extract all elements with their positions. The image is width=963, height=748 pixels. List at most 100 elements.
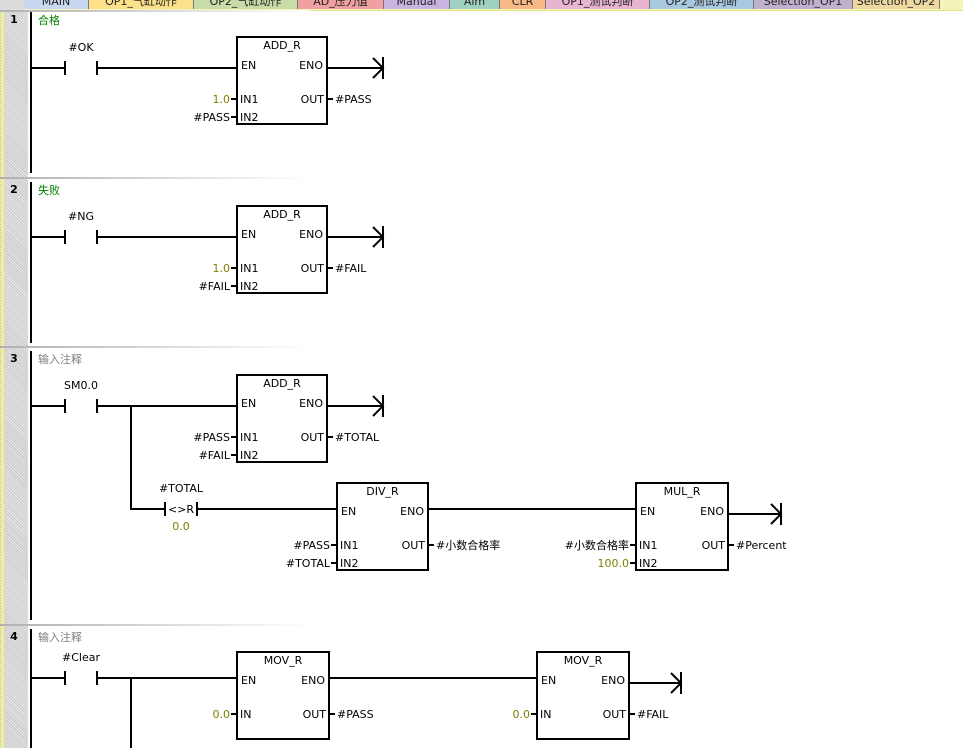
box-frame (536, 651, 630, 740)
network-number: 3 (10, 352, 18, 365)
pin-out: OUT (301, 93, 325, 106)
tab-op1_测试判断[interactable]: OP1_测试判断 (546, 0, 650, 9)
box-title: MOV_R (264, 654, 303, 667)
input-operand: 0.0 (513, 708, 531, 721)
eno-end-arrow-icon (372, 57, 385, 79)
output-operand: #FAIL (335, 262, 367, 275)
output-operand: #小数合格率 (436, 538, 500, 552)
pin-en: EN (241, 397, 256, 410)
network-comment[interactable]: 输入注释 (38, 352, 82, 366)
eno-end-arrow-icon (372, 395, 385, 417)
input-operand: 100.0 (598, 557, 630, 570)
pin-en: EN (640, 505, 655, 518)
pin-en: EN (341, 505, 356, 518)
pin-in: IN (240, 708, 251, 721)
box-frame (236, 374, 328, 463)
tab-op1_气缸动作[interactable]: OP1_气缸动作 (89, 0, 194, 9)
pin-in1: IN1 (240, 93, 258, 106)
pin-eno: ENO (299, 59, 323, 72)
pin-in: IN (540, 708, 551, 721)
pin-en: EN (241, 674, 256, 687)
pin-out: OUT (603, 708, 627, 721)
input-operand: 1.0 (213, 262, 231, 275)
eno-end-arrow-icon (770, 503, 783, 525)
pin-in1: IN1 (340, 539, 358, 552)
contact[interactable]: #OK (64, 41, 98, 75)
output-operand: #PASS (337, 708, 374, 721)
contact[interactable]: #TOTAL <>R 0.0 (159, 482, 204, 533)
pin-in1: IN1 (639, 539, 657, 552)
contact-operand: #OK (68, 41, 94, 54)
box-title: MUL_R (664, 485, 701, 498)
network-separator (0, 624, 310, 626)
input-operand: #TOTAL (286, 557, 331, 570)
input-operand: #小数合格率 (565, 538, 629, 552)
pin-eno: ENO (299, 228, 323, 241)
input-operand: 1.0 (213, 93, 231, 106)
pin-out: OUT (402, 539, 426, 552)
tab-ad_压力值[interactable]: AD_压力值 (298, 0, 384, 9)
pin-eno: ENO (299, 397, 323, 410)
tab-clr[interactable]: CLR (500, 0, 546, 9)
input-operand: #PASS (193, 111, 230, 124)
eno-end-arrow-icon (670, 672, 683, 694)
network-comment[interactable]: 合格 (38, 13, 60, 27)
compare-value: 0.0 (172, 520, 190, 533)
network-separator (0, 10, 310, 12)
tab-manual[interactable]: Manual (384, 0, 450, 9)
tab-alm[interactable]: Alm (450, 0, 500, 9)
contact-operand: SM0.0 (64, 379, 98, 392)
pin-in2: IN2 (340, 557, 358, 570)
pin-en: EN (241, 59, 256, 72)
network-comment[interactable]: 失败 (38, 183, 60, 197)
tab-op2_测试判断[interactable]: OP2_测试判断 (650, 0, 754, 9)
pin-in2: IN2 (240, 280, 258, 293)
network-number: 1 (10, 13, 18, 26)
gutter-stripe (1, 10, 4, 748)
tab-main[interactable]: MAIN (24, 0, 89, 9)
compare-operator: <>R (168, 503, 194, 516)
box-frame (236, 205, 328, 294)
contact[interactable]: SM0.0 (64, 379, 98, 413)
box-title: ADD_R (263, 39, 301, 52)
box-frame (635, 482, 729, 571)
tab-op2_气缸动作[interactable]: OP2_气缸动作 (194, 0, 298, 9)
network-number: 2 (10, 183, 18, 196)
pin-en: EN (541, 674, 556, 687)
input-operand: 0.0 (213, 708, 231, 721)
output-operand: #Percent (736, 539, 787, 552)
pin-out: OUT (702, 539, 726, 552)
input-operand: #PASS (293, 539, 330, 552)
output-operand: #TOTAL (335, 431, 380, 444)
network-number: 4 (10, 630, 18, 643)
contact[interactable]: #Clear (62, 651, 100, 685)
network-separator (0, 177, 310, 179)
tab-selection_op2[interactable]: Selection_OP2 (853, 0, 940, 9)
box-frame (336, 482, 429, 571)
contact[interactable]: #NG (64, 210, 98, 244)
input-operand: #FAIL (199, 280, 231, 293)
contact-operand: #TOTAL (159, 482, 204, 495)
function-box-mul_r[interactable]: MUL_R EN ENO IN1 #小数合格率 IN2 100.0 OUT #Percent (565, 482, 788, 571)
contact-operand: #Clear (62, 651, 100, 664)
tab-selection_op1[interactable]: Selection_OP1 (754, 0, 853, 9)
network-comment[interactable]: 输入注释 (38, 630, 82, 644)
contact-operand: #NG (68, 210, 94, 223)
pin-in2: IN2 (639, 557, 657, 570)
output-operand: #FAIL (637, 708, 669, 721)
pin-out: OUT (303, 708, 327, 721)
pin-eno: ENO (700, 505, 724, 518)
box-title: MOV_R (564, 654, 603, 667)
input-operand: #PASS (193, 431, 230, 444)
box-frame (236, 36, 328, 125)
eno-end-arrow-icon (372, 226, 385, 248)
tab-scroll-corner[interactable] (0, 0, 24, 10)
box-title: DIV_R (366, 485, 399, 498)
